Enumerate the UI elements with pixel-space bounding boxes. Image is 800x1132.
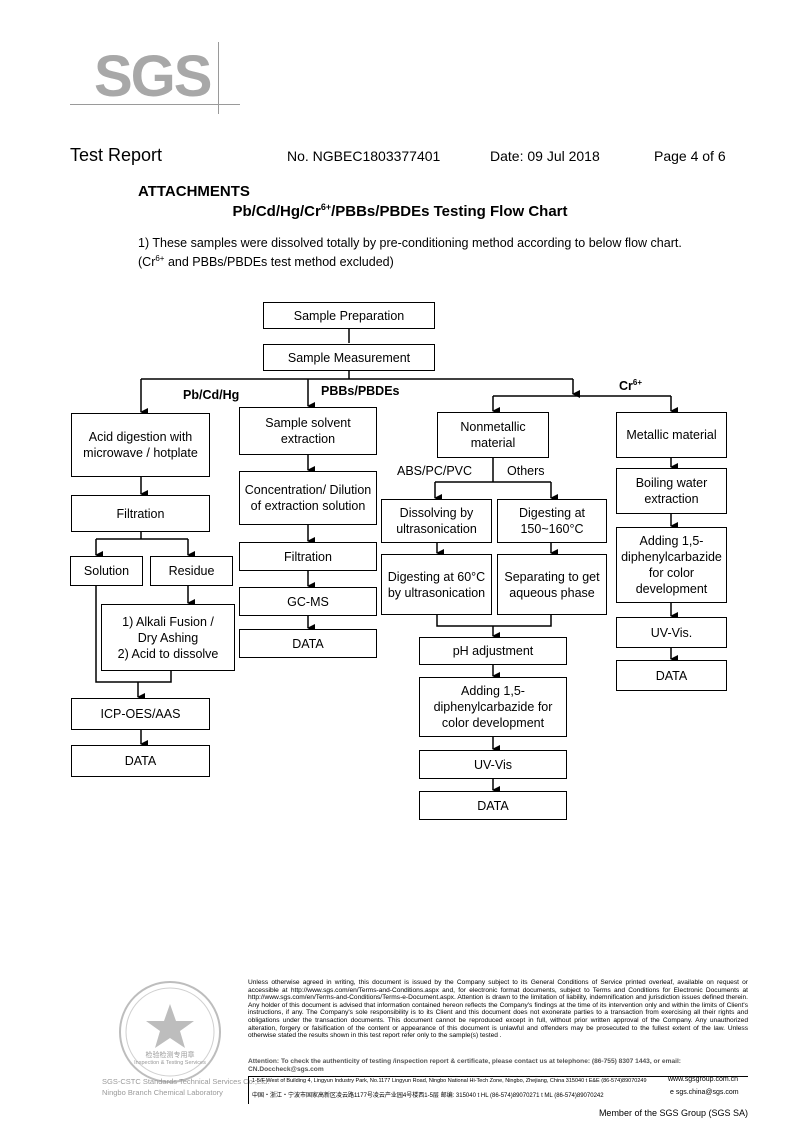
data-box-3: DATA [419,791,567,820]
uv-vis-box-right: UV-Vis. [616,617,727,648]
acid-digestion-box: Acid digestion with microwave / hotplate [71,413,210,477]
website-text: www.sgsgroup.com.cn [668,1076,739,1083]
report-date: Date: 09 Jul 2018 [490,148,600,164]
adding-diphenylcarbazide-box-right: Adding 1,5-diphenylcarbazide for color d… [616,527,727,603]
filtration-box-1: Filtration [71,495,210,532]
inspection-seal: 检验检测专用章 Inspection & Testing Services [100,978,240,1090]
address-chinese: 中国・浙江・宁波市国家高新区凌云路1177号凌云产业园4号楼西1-5层 邮编: … [252,1093,604,1099]
abs-pc-pvc-label: ABS/PC/PVC [397,464,473,478]
digesting-150-box: Digesting at 150~160°C [497,499,607,543]
separating-box: Separating to get aqueous phase [497,554,607,615]
address-english: 1-5/F West of Building 4, Lingyun Indust… [252,1078,647,1084]
logo-divider [218,42,219,114]
gcms-box: GC-MS [239,587,377,616]
seal-graphic [119,981,221,1083]
uv-vis-box-center: UV-Vis [419,750,567,779]
authenticity-notice: Attention: To check the authenticity of … [248,1058,681,1073]
filtration-box-2: Filtration [239,542,377,571]
email-text: e sgs.china@sgs.com [670,1089,739,1096]
seal-en-text: Inspection & Testing Services [134,1060,206,1066]
sgs-logo: SGS [70,42,240,114]
branch-label-cr6: Cr6+ [619,378,643,394]
others-label: Others [507,464,545,478]
logo-underline [70,104,240,105]
solvent-extraction-box: Sample solvent extraction [239,407,377,455]
icp-oes-box: ICP-OES/AAS [71,698,210,730]
branch-label-pbbs: PBBs/PBDEs [321,384,400,398]
footer-rule-left [248,1076,249,1104]
method-note: 1) These samples were dissolved totally … [138,236,682,270]
residue-box: Residue [150,556,233,586]
flow-chart-title: Pb/Cd/Hg/Cr6+/PBBs/PBDEs Testing Flow Ch… [232,202,568,220]
dissolving-box: Dissolving by ultrasonication [381,499,492,543]
footer-rule [248,1076,748,1077]
ph-adjustment-box: pH adjustment [419,637,567,665]
sample-measurement-box: Sample Measurement [263,344,435,371]
sample-preparation-box: Sample Preparation [263,302,435,329]
page-indicator: Page 4 of 6 [654,148,726,164]
branch-label-pbcdhg: Pb/Cd/Hg [183,388,240,402]
disclaimer-text: Unless otherwise agreed in writing, this… [248,979,748,1040]
logo-text: SGS [94,44,212,109]
adding-diphenylcarbazide-box-center: Adding 1,5-diphenylcarbazide for color d… [419,677,567,737]
solution-box: Solution [70,556,143,586]
seal-cn-text: 检验检测专用章 [145,1052,195,1059]
alkali-fusion-box: 1) Alkali Fusion / Dry Ashing 2) Acid to… [101,604,235,671]
attachments-heading: ATTACHMENTS [138,183,250,200]
data-box-1: DATA [71,745,210,777]
report-title: Test Report [70,145,163,165]
data-box-4: DATA [616,660,727,691]
company-name: SGS-CSTC Standards Technical Services Co… [102,1077,270,1097]
digesting-60-box: Digesting at 60°C by ultrasonication [381,554,492,615]
data-box-2: DATA [239,629,377,658]
boiling-water-box: Boiling water extraction [616,468,727,514]
nonmetallic-box: Nonmetallic material [437,412,549,458]
concentration-box: Concentration/ Dilution of extraction so… [239,471,377,525]
metallic-box: Metallic material [616,412,727,458]
member-statement: Member of the SGS Group (SGS SA) [598,1108,748,1118]
report-number: No. NGBEC1803377401 [287,148,441,164]
